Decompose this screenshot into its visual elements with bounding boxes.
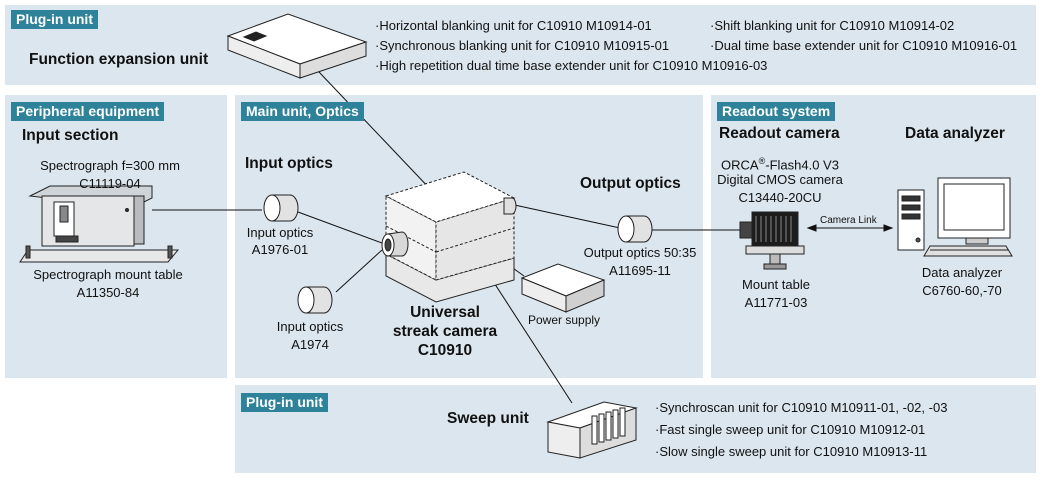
output-optics-model: A11695-11 — [609, 263, 671, 278]
output-optics-heading: Output optics — [580, 175, 681, 192]
readout-camera-heading: Readout camera — [719, 125, 840, 142]
input-section-heading: Input section — [22, 127, 119, 144]
mount-table-model: A11771-03 — [744, 295, 808, 310]
function-expansion-item: ·Shift blanking unit for C10910 M10914-0… — [710, 18, 955, 33]
sweep-unit-drawing — [546, 401, 638, 459]
input-optics-2-model: A1974 — [291, 337, 329, 352]
readout-camera-type: Digital CMOS camera — [717, 172, 843, 187]
input-optics-1-model: A1976-01 — [251, 242, 309, 257]
streak-camera-name-2: streak camera — [392, 323, 498, 340]
function-expansion-item: ·Synchronous blanking unit for C10910 M1… — [375, 38, 670, 53]
function-expansion-item: ·Dual time base extender unit for C10910… — [710, 38, 1018, 53]
data-analyzer-label: Data analyzer — [921, 265, 1003, 280]
data-analyzer-heading: Data analyzer — [905, 125, 1005, 142]
input-optics-1-label: Input optics — [246, 225, 314, 240]
main-unit-tag: Main unit, Optics — [241, 102, 364, 121]
sweep-unit-item: ·Synchroscan unit for C10910 M10911-01, … — [655, 400, 948, 415]
input-optics-a1976-drawing — [263, 194, 299, 222]
plugin-bottom-tag: Plug-in unit — [241, 393, 328, 412]
function-expansion-module-drawing — [226, 13, 368, 79]
sweep-unit-heading: Sweep unit — [447, 410, 529, 427]
sweep-unit-item: ·Slow single sweep unit for C10910 M1091… — [655, 444, 928, 459]
function-expansion-item: ·Horizontal blanking unit for C10910 M10… — [375, 18, 652, 33]
data-analyzer-model: C6760-60,-70 — [922, 283, 1002, 298]
camera-link-label: Camera Link — [820, 215, 877, 226]
power-supply-label: Power supply — [528, 313, 601, 327]
spectrograph-drawing — [19, 185, 180, 263]
readout-camera-name-b: -Flash4.0 V3 — [765, 157, 839, 173]
input-optics-2-label: Input optics — [276, 319, 344, 334]
output-optics-drawing — [617, 215, 653, 243]
power-supply-drawing — [520, 263, 606, 313]
output-optics-label: Output optics 50:35 — [583, 245, 697, 260]
mount-table-label: Mount table — [742, 277, 810, 292]
streak-camera-name-1: Universal — [410, 304, 480, 321]
streak-camera-model: C10910 — [417, 342, 473, 359]
readout-camera-model: C13440-20CU — [738, 190, 822, 205]
spectrograph-model: C11119-04 — [79, 176, 141, 191]
plugin-top-tag: Plug-in unit — [11, 10, 98, 29]
input-optics-a1974-drawing — [297, 286, 333, 314]
spectrograph-label: Spectrograph f=300 mm — [40, 158, 180, 173]
line-optics2-to-camera — [335, 249, 383, 293]
peripheral-tag: Peripheral equipment — [11, 102, 165, 121]
line-optics1-to-camera — [297, 211, 383, 244]
function-expansion-heading: Function expansion unit — [29, 51, 209, 68]
sweep-unit-item: ·Fast single sweep unit for C10910 M1091… — [655, 422, 926, 437]
line-camera-to-output — [509, 203, 621, 229]
function-expansion-item: ·High repetition dual time base extender… — [375, 58, 768, 73]
input-optics-heading: Input optics — [245, 155, 333, 172]
streak-camera-drawing — [381, 171, 517, 303]
readout-camera-name: ORCA®-Flash4.0 V3 — [712, 153, 848, 173]
data-analyzer-drawing — [897, 177, 1013, 257]
registered-mark: ® — [758, 156, 766, 166]
readout-camera-name-a: ORCA — [721, 157, 759, 173]
spectrograph-mount-model: A11350-84 — [76, 285, 140, 300]
spectrograph-mount-label: Spectrograph mount table — [33, 267, 183, 282]
plugin-top-panel — [5, 5, 1036, 85]
readout-camera-drawing — [739, 211, 805, 270]
readout-tag: Readout system — [717, 102, 836, 121]
